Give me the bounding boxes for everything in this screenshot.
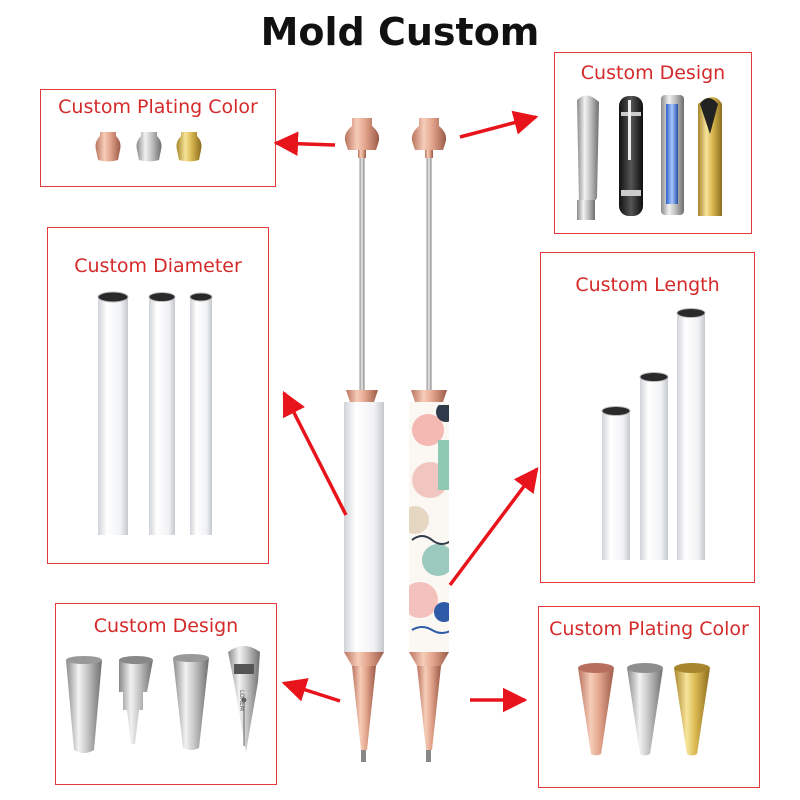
design-caps-top xyxy=(577,95,722,220)
plating-caps-top xyxy=(95,132,202,162)
patterned-beadable-pen xyxy=(409,118,449,762)
page-title: Mold Custom xyxy=(260,10,540,54)
arrow-to-design-bottom xyxy=(281,678,341,703)
arrow-to-length xyxy=(448,467,539,587)
length-tubes xyxy=(601,308,706,560)
arrow-to-design-top xyxy=(459,110,539,139)
arrow-to-diameter xyxy=(282,390,348,516)
box-label: Custom Diameter xyxy=(74,255,242,277)
callout-arrows xyxy=(273,110,539,713)
diameter-tubes xyxy=(97,291,213,535)
white-beadable-pen xyxy=(344,118,384,762)
plating-tips-bottom xyxy=(578,663,710,756)
box-label: Custom Length xyxy=(575,274,720,296)
arrow-to-plating-top xyxy=(273,131,336,156)
nib-engraving: LOREM xyxy=(238,690,245,711)
box-label: Custom Plating Color xyxy=(549,618,749,640)
box-label: Custom Design xyxy=(580,62,726,84)
box-label: Custom Design xyxy=(93,615,239,637)
box-label: Custom Plating Color xyxy=(58,96,258,118)
design-tips-bottom: LOREM xyxy=(66,646,260,753)
